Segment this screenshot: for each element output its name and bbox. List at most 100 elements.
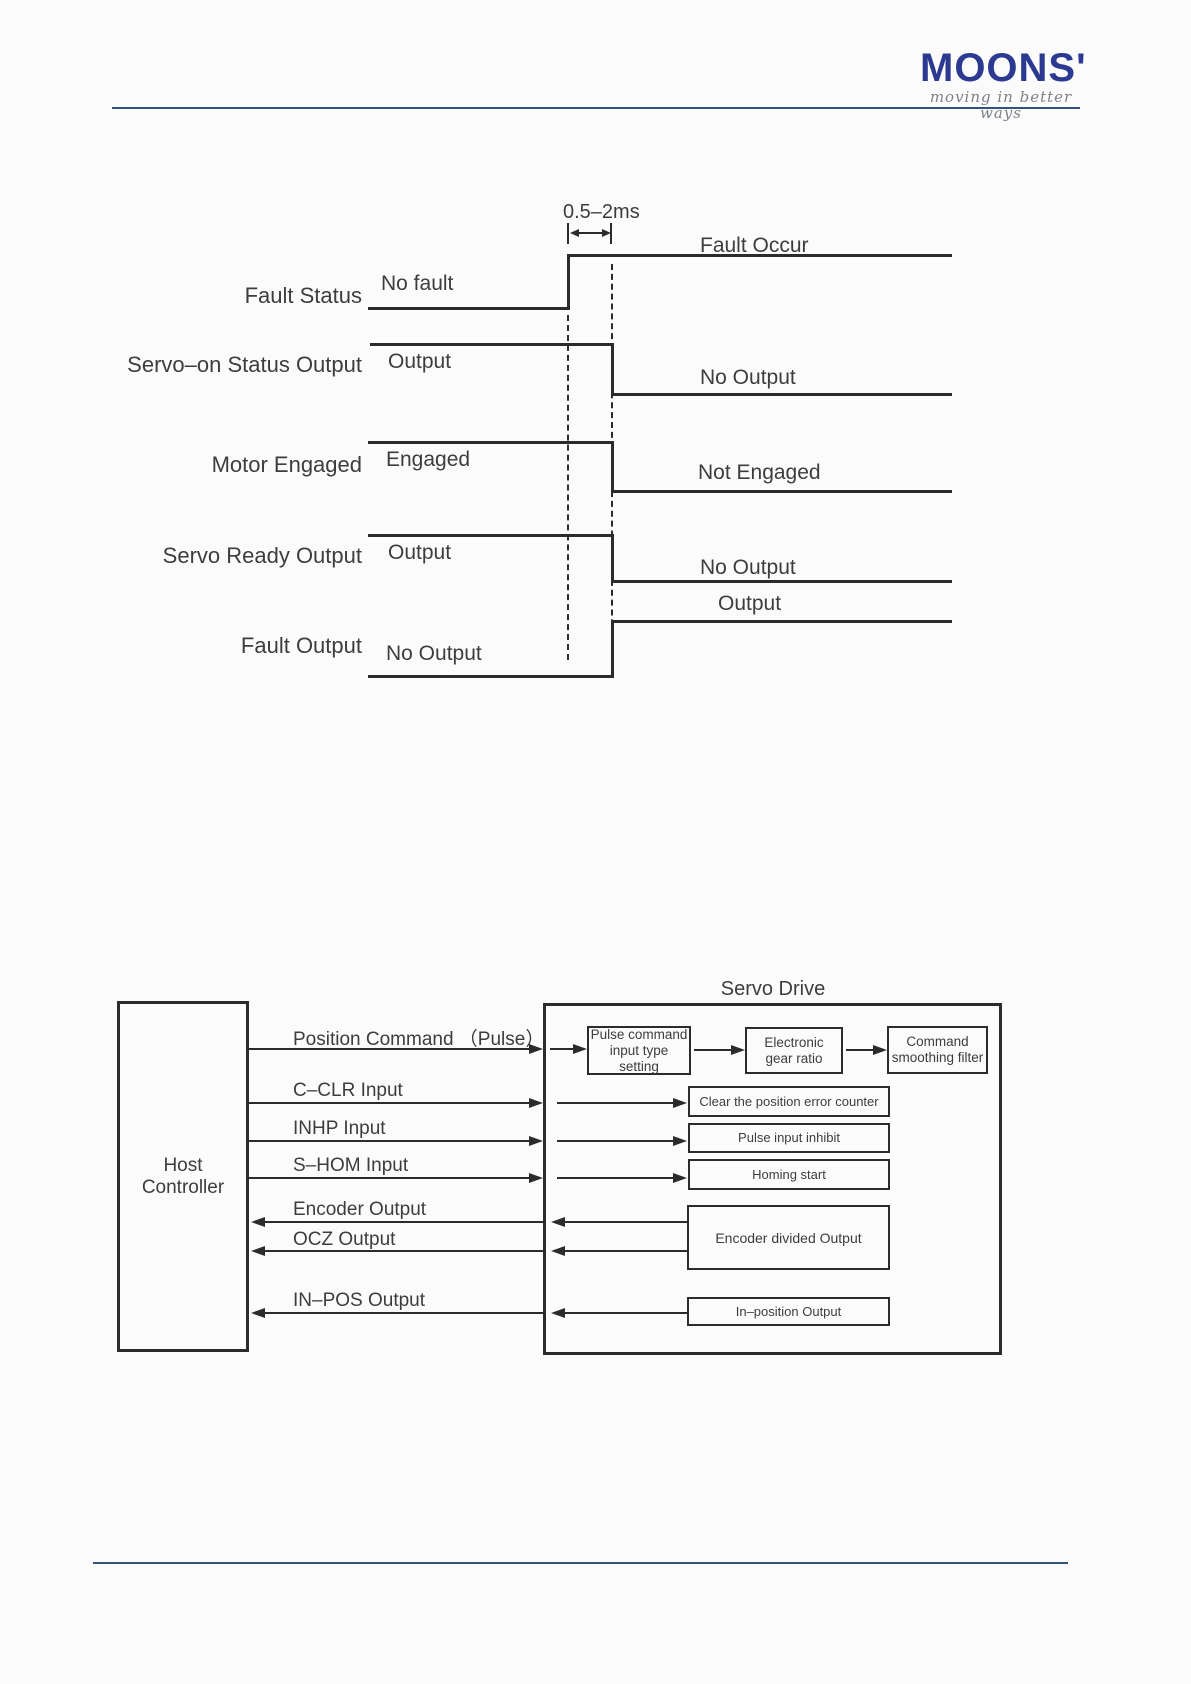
dimension-tick-right xyxy=(610,223,612,244)
arrowhead-right-icon xyxy=(573,1044,587,1054)
function-box: Homing start xyxy=(688,1159,890,1190)
dimension-arrowhead-right-icon xyxy=(602,229,611,237)
internal-arrow-line xyxy=(563,1312,687,1314)
signal-line xyxy=(368,534,614,537)
host-controller-label: Host Controller xyxy=(141,1154,225,1198)
function-box-label: Encoder divided Output xyxy=(715,1229,862,1246)
timing-state-label: No Output xyxy=(700,556,796,579)
timing-row-label: Fault Status xyxy=(244,283,362,308)
timing-row-label: Motor Engaged xyxy=(211,452,362,477)
arrowhead-right-icon xyxy=(529,1173,543,1183)
signal-line xyxy=(611,393,952,396)
pipeline-box-line2: gear ratio xyxy=(765,1050,823,1066)
servo-drive-box xyxy=(543,1003,1002,1355)
pipeline-box-line1: Command xyxy=(906,1034,969,1049)
signal-line xyxy=(368,441,614,444)
timing-state-label: Output xyxy=(718,592,782,615)
arrowhead-left-icon xyxy=(251,1308,265,1318)
signal-arrow-line xyxy=(249,1140,531,1142)
signal-arrow-line xyxy=(263,1312,543,1314)
dimension-arrowhead-left-icon xyxy=(570,229,579,237)
timing-state-label: Not Engaged xyxy=(698,461,821,484)
function-box: Clear the position error counter xyxy=(688,1086,890,1117)
signal-label: OCZ Output xyxy=(293,1229,396,1250)
signal-arrow-line xyxy=(249,1177,531,1179)
signal-label: Encoder Output xyxy=(293,1199,427,1220)
signal-line xyxy=(611,580,952,583)
internal-arrow-line xyxy=(563,1250,687,1252)
signal-edge xyxy=(611,534,614,583)
arrowhead-left-icon xyxy=(251,1217,265,1227)
servo-drive-title: Servo Drive xyxy=(720,978,826,1000)
internal-arrow-line xyxy=(557,1177,674,1179)
arrowhead-right-icon xyxy=(673,1173,687,1183)
function-box-label: In–position Output xyxy=(735,1303,842,1319)
signal-line xyxy=(368,307,569,310)
arrowhead-left-icon xyxy=(551,1217,565,1227)
signal-label: INHP Input xyxy=(293,1118,386,1139)
arrowhead-right-icon xyxy=(529,1044,543,1054)
signal-label: S–HOM Input xyxy=(293,1155,409,1176)
footer-rule xyxy=(93,1562,1068,1564)
pipeline-box-line2: input type setting xyxy=(609,1042,669,1074)
pipeline-box: Electronic gear ratio xyxy=(745,1027,843,1074)
arrowhead-left-icon xyxy=(251,1246,265,1256)
function-box-label: Clear the position error counter xyxy=(699,1093,879,1109)
internal-arrow-line xyxy=(694,1049,732,1051)
dashed-line-fault-edge xyxy=(567,315,569,660)
pipeline-box: Pulse command input type setting xyxy=(587,1026,691,1075)
internal-arrow-line xyxy=(557,1140,674,1142)
dimension-tick-left xyxy=(567,223,569,244)
function-box-label: Pulse input inhibit xyxy=(738,1130,840,1145)
signal-arrow-line xyxy=(263,1221,543,1223)
arrowhead-left-icon xyxy=(551,1246,565,1256)
timing-state-label: Fault Occur xyxy=(700,234,809,257)
timing-state-label: No Output xyxy=(386,642,482,665)
arrowhead-left-icon xyxy=(551,1308,565,1318)
timing-row-label: Servo Ready Output xyxy=(162,543,362,568)
function-box-label: Homing start xyxy=(752,1166,826,1182)
timing-row-label: Servo–on Status Output xyxy=(127,352,362,377)
signal-edge xyxy=(611,441,614,493)
internal-arrow-line xyxy=(563,1221,687,1223)
function-box: In–position Output xyxy=(687,1297,890,1326)
signal-arrow-line xyxy=(249,1102,531,1104)
arrowhead-right-icon xyxy=(673,1136,687,1146)
function-box: Pulse input inhibit xyxy=(688,1123,890,1153)
function-box: Encoder divided Output xyxy=(687,1205,890,1270)
arrowhead-right-icon xyxy=(673,1098,687,1108)
host-controller-box: Host Controller xyxy=(117,1001,249,1352)
logo-brand-text: MOONS' xyxy=(920,46,1087,90)
internal-arrow-line xyxy=(550,1048,575,1050)
arrowhead-right-icon xyxy=(731,1045,745,1055)
timing-annotation: 0.5–2ms xyxy=(563,201,640,223)
timing-row-label: Fault Output xyxy=(240,633,362,658)
dimension-arrow-line xyxy=(574,232,605,234)
pipeline-box-line1: Pulse command xyxy=(590,1026,688,1042)
header-rule xyxy=(112,107,1080,109)
signal-arrow-line xyxy=(263,1250,543,1252)
internal-arrow-line xyxy=(557,1102,674,1104)
signal-edge xyxy=(611,620,614,678)
signal-line xyxy=(611,490,952,493)
signal-line xyxy=(370,343,614,346)
signal-edge xyxy=(611,343,614,396)
pipeline-box-line2: smoothing filter xyxy=(891,1050,984,1065)
arrowhead-right-icon xyxy=(529,1098,543,1108)
logo-tagline-text: moving in better ways xyxy=(929,88,1073,122)
timing-state-label: Output xyxy=(388,350,452,373)
timing-state-label: No fault xyxy=(381,272,454,295)
signal-label: Position Command （Pulse） xyxy=(293,1029,545,1050)
signal-arrow-line xyxy=(249,1048,531,1050)
signal-line xyxy=(611,620,952,623)
pipeline-box-line1: Electronic xyxy=(764,1034,824,1050)
signal-edge xyxy=(567,254,570,310)
signal-line xyxy=(567,254,952,257)
arrowhead-right-icon xyxy=(873,1045,887,1055)
signal-label: IN–POS Output xyxy=(293,1290,426,1311)
pipeline-box: Command smoothing filter xyxy=(887,1026,988,1074)
arrowhead-right-icon xyxy=(529,1136,543,1146)
timing-state-label: Output xyxy=(388,541,452,564)
timing-state-label: Engaged xyxy=(386,448,471,471)
